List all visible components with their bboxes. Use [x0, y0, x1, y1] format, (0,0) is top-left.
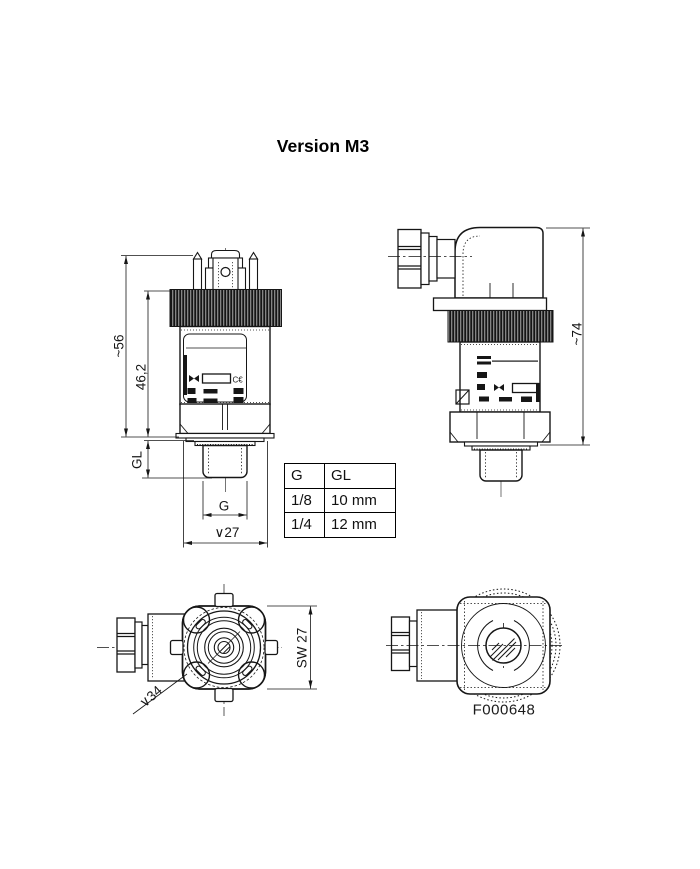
table-row: 1/8 10 mm: [284, 487, 396, 513]
tab-west: [169, 639, 184, 656]
top-view: [386, 588, 562, 703]
thread-spec-table: G GL 1/8 10 mm 1/4 12 mm: [284, 463, 396, 538]
dim-label-overall-height-side: ~74: [569, 322, 585, 346]
col-header-g: G: [284, 463, 325, 489]
side-connector-housing: [454, 226, 544, 299]
front-label-marks: [184, 355, 244, 403]
drawing-title: Version M3: [276, 136, 370, 156]
side-cable-gland: [397, 228, 456, 289]
front-thread: [202, 444, 248, 479]
tab-east: [264, 639, 279, 656]
side-washer-stack: [463, 441, 539, 451]
bottom-view-dimensions: [267, 605, 317, 690]
cell-gl-value: 12 mm: [324, 512, 396, 538]
cell-g-value: 1/4: [284, 512, 325, 538]
side-view-dimensions: [540, 227, 590, 446]
top-arc-right: [513, 620, 530, 671]
bottom-view: [97, 584, 282, 716]
front-washer-stack: [175, 432, 275, 447]
dim-label-hex-diameter: ∨27: [214, 525, 240, 540]
front-hex-nut: [179, 403, 271, 435]
side-label-marks: [455, 356, 540, 405]
dim-label-wrench-size: SW 27: [294, 627, 310, 669]
leader-d34: [132, 673, 188, 715]
side-thread: [479, 449, 523, 482]
table-header-row: G GL: [284, 463, 396, 489]
tab-north: [214, 592, 234, 608]
front-connector-pins: [192, 249, 259, 291]
cell-g-value: 1/8: [284, 487, 325, 513]
side-view: [388, 226, 554, 497]
dim-label-thread-size: G: [218, 498, 230, 514]
pin-hole: [220, 266, 231, 278]
table-row: 1/4 12 mm: [284, 512, 396, 538]
front-view-dimensions: [121, 255, 268, 548]
bottom-concentric-circles: [183, 607, 265, 688]
side-collar: [432, 297, 548, 312]
side-knurled-ring: [447, 310, 554, 343]
col-header-gl: GL: [324, 463, 396, 489]
cell-gl-value: 10 mm: [324, 487, 396, 513]
front-knurled-ring: [169, 289, 282, 327]
figure-code: F000648: [472, 701, 536, 719]
ce-mark: C€: [233, 376, 244, 385]
dim-label-thread-length: GL: [129, 450, 145, 470]
dim-label-overall-height-front: ~56: [111, 334, 127, 358]
bottom-cable-gland: [116, 613, 186, 682]
side-hex-nut: [449, 411, 551, 443]
front-view: C€: [169, 248, 282, 492]
tab-south: [214, 687, 234, 703]
dim-label-housing-height: 46,2: [133, 363, 149, 391]
